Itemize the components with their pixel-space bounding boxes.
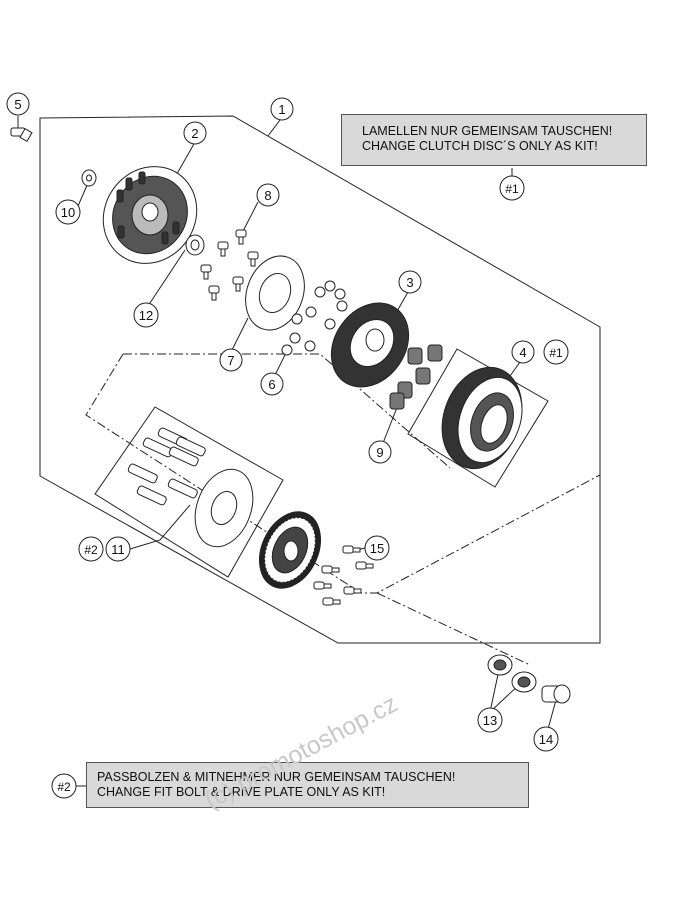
callout-11: 11 [105, 536, 131, 562]
callout-7: 7 [219, 348, 243, 372]
callout-8: 8 [256, 183, 280, 207]
screws-part-15 [313, 545, 374, 606]
svg-text:#2: #2 [84, 543, 98, 557]
clutch-basket-part-2 [102, 166, 198, 264]
svg-text:10: 10 [61, 205, 75, 220]
svg-text:15: 15 [370, 541, 384, 556]
svg-text:8: 8 [264, 188, 271, 203]
svg-text:9: 9 [376, 445, 383, 460]
screws-part-8 [200, 229, 259, 301]
kit-note-fit-bolt: PASSBOLZEN & MITNEHMER NUR GEMEINSAM TAU… [86, 762, 529, 808]
callout-4: 4 [511, 340, 535, 364]
svg-text:#1: #1 [549, 346, 563, 360]
callout-5: 5 [6, 92, 30, 116]
svg-text:5: 5 [14, 97, 21, 112]
callout-15: 15 [364, 535, 390, 561]
callout-1: 1 [270, 97, 294, 121]
callout-3: 3 [398, 270, 422, 294]
kit-mark-2-part-11: #2 [78, 536, 104, 562]
callout-12: 12 [133, 302, 159, 328]
svg-text:12: 12 [139, 308, 153, 323]
callout-2: 2 [183, 121, 207, 145]
callout-14: 14 [533, 726, 559, 752]
svg-text:11: 11 [111, 542, 125, 557]
note-line-de: LAMELLEN NUR GEMEINSAM TAUSCHEN! [362, 124, 613, 138]
springs-part-9 [389, 344, 443, 410]
bearings-part-13 [487, 654, 537, 693]
svg-text:#1: #1 [505, 182, 519, 196]
washer-part-12 [185, 234, 205, 256]
pressure-plate-part-3 [330, 302, 410, 388]
balls-part-6 [281, 280, 348, 356]
plate-group-box [94, 406, 284, 578]
svg-text:13: 13 [483, 713, 497, 728]
kit-mark-1: #1 [499, 175, 525, 201]
note-line-de: PASSBOLZEN & MITNEHMER NUR GEMEINSAM TAU… [97, 770, 456, 784]
plate-part-7 [245, 255, 305, 331]
bolt-part-5 [10, 127, 33, 143]
note-line-en: CHANGE FIT BOLT & DRIVE PLATE ONLY AS KI… [97, 785, 386, 799]
svg-text:#2: #2 [57, 780, 71, 794]
callout-6: 6 [260, 372, 284, 396]
svg-text:1: 1 [278, 102, 285, 117]
bushing-part-14 [541, 684, 571, 704]
svg-text:3: 3 [406, 275, 413, 290]
assembly-outline [39, 115, 601, 644]
dashdot-group-outline [85, 353, 601, 600]
fit-bolts-part-11 [127, 427, 206, 506]
clutch-disc-pack-part-4 [441, 366, 523, 470]
svg-text:4: 4 [519, 345, 526, 360]
svg-text:14: 14 [539, 732, 553, 747]
callout-10: 10 [55, 199, 81, 225]
kit-mark-1-secondary: #1 [543, 339, 569, 365]
drive-plate-part-11 [194, 468, 254, 548]
callout-9: 9 [368, 440, 392, 464]
svg-text:6: 6 [268, 377, 275, 392]
kit-mark-2: #2 [51, 773, 77, 799]
clutch-pack-box [407, 348, 549, 488]
washer-part-10 [81, 169, 97, 187]
kit-note-clutch-discs: LAMELLEN NUR GEMEINSAM TAUSCHEN! CHANGE … [341, 114, 647, 166]
callout-13: 13 [477, 707, 503, 733]
primary-gear [259, 511, 321, 589]
svg-text:2: 2 [191, 126, 198, 141]
note-line-en: CHANGE CLUTCH DISC´S ONLY AS KIT! [362, 139, 598, 153]
svg-text:7: 7 [227, 353, 234, 368]
